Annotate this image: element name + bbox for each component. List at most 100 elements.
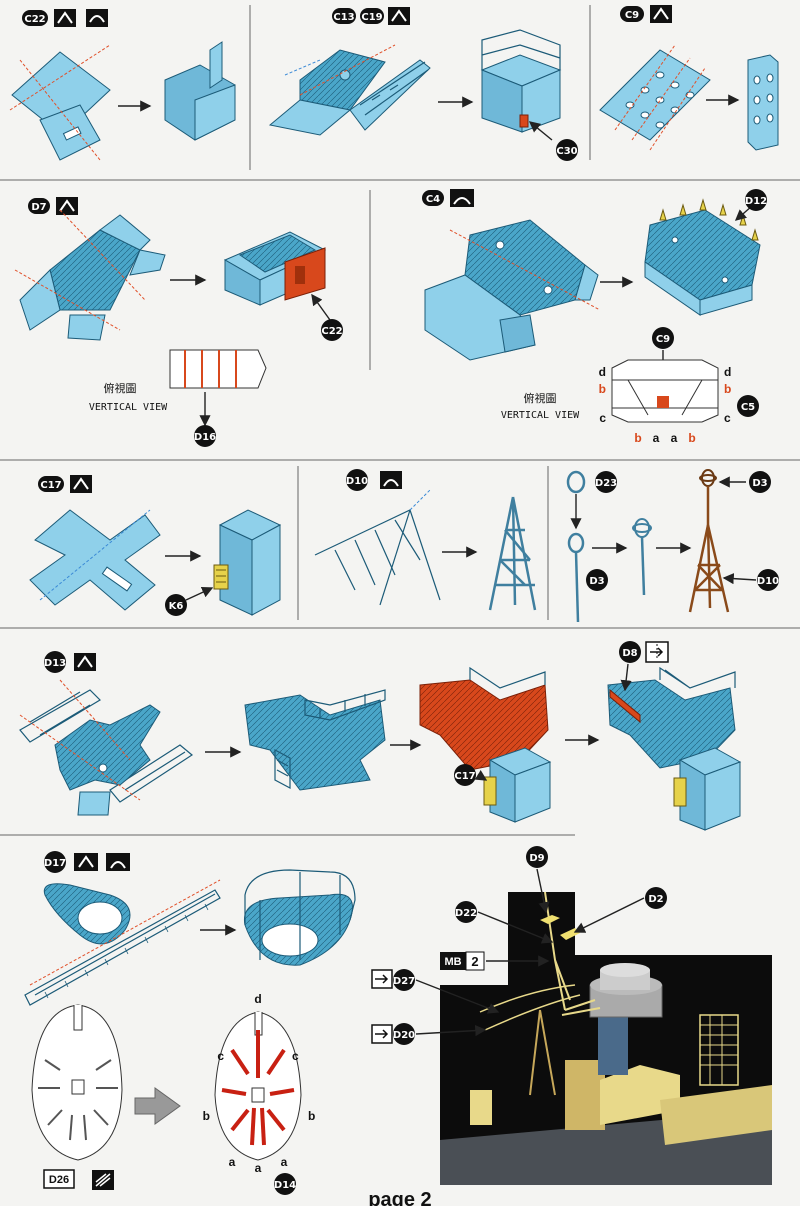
svg-text:VERTICAL VIEW: VERTICAL VIEW	[89, 402, 168, 413]
svg-text:C30: C30	[556, 146, 577, 157]
svg-text:C22: C22	[321, 326, 342, 337]
svg-text:D8: D8	[622, 648, 637, 659]
part-tag-d3-b: D3	[749, 471, 771, 493]
part-tag-c30: C30	[556, 139, 578, 161]
step-c17: C17 K6	[29, 475, 282, 616]
svg-text:VERTICAL VIEW: VERTICAL VIEW	[501, 410, 580, 421]
step-c9: C9	[599, 5, 779, 151]
d10-flat	[314, 509, 441, 606]
svg-text:D23: D23	[595, 478, 617, 489]
svg-text:a: a	[229, 1155, 236, 1169]
part-tag-d10-b: D10	[757, 569, 779, 591]
svg-text:D3: D3	[589, 576, 604, 587]
svg-text:b: b	[203, 1109, 210, 1123]
fold-up-icon	[650, 5, 672, 23]
part-tag-c22-b: C22	[321, 319, 343, 341]
part-tag-d2: D2	[645, 887, 667, 909]
fold-up-icon	[388, 7, 410, 25]
svg-text:D14: D14	[274, 1180, 296, 1191]
part-tag-d3: D3	[586, 569, 608, 591]
part-tag-d20: D20	[393, 1023, 415, 1045]
photo-callouts: D9 D2 D22 MB 2 D27	[371, 846, 667, 1045]
svg-text:C22: C22	[24, 14, 45, 25]
svg-text:D20: D20	[393, 1030, 415, 1041]
fold-round-icon	[106, 853, 130, 871]
svg-text:C9: C9	[625, 10, 639, 21]
svg-text:D10: D10	[757, 576, 779, 587]
mast-assembled	[688, 486, 730, 613]
d13-folded	[244, 689, 386, 791]
svg-text:D26: D26	[49, 1174, 69, 1186]
fold-up-icon	[54, 9, 76, 27]
part-tag-k6: K6	[165, 594, 187, 616]
svg-text:D22: D22	[455, 908, 477, 919]
c9-flat	[599, 49, 711, 141]
svg-text:a: a	[255, 1161, 262, 1175]
fold-up-icon	[56, 197, 78, 215]
svg-text:c: c	[599, 411, 606, 425]
d13-assembled	[607, 666, 742, 831]
part-tag-d8: D8	[619, 641, 641, 663]
part-tag-d9: D9	[526, 846, 548, 868]
svg-text:D27: D27	[393, 976, 415, 987]
fold-up-icon	[70, 475, 92, 493]
c9-folded	[747, 54, 779, 151]
step-d7: D7 C22 俯視圖 VERTICAL VIEW	[14, 197, 343, 447]
page-footer: page 2	[368, 1189, 431, 1206]
svg-text:C5: C5	[741, 402, 755, 413]
part-tag-c17-b: C17	[454, 764, 476, 786]
flip-icon	[371, 969, 393, 989]
svg-text:C13: C13	[333, 12, 354, 23]
part-tag-c4: C4	[422, 190, 444, 206]
svg-text:a: a	[671, 431, 678, 445]
svg-text:c: c	[217, 1049, 224, 1063]
d17-folded	[243, 869, 356, 966]
glue-icon	[92, 1170, 114, 1190]
svg-text:b: b	[688, 431, 695, 445]
svg-text:C17: C17	[454, 771, 475, 782]
svg-text:d: d	[724, 365, 731, 379]
assembled-photo	[440, 891, 772, 1185]
svg-text:D9: D9	[529, 853, 544, 864]
svg-text:C4: C4	[426, 194, 440, 205]
fold-round-icon	[86, 9, 108, 27]
svg-text:D12: D12	[745, 196, 767, 207]
svg-text:D16: D16	[194, 432, 216, 443]
svg-text:D17: D17	[44, 858, 66, 869]
svg-text:俯視圖: 俯視圖	[524, 391, 557, 405]
mb-label: MB 2	[440, 951, 485, 971]
part-tag-d26: D26	[43, 1169, 75, 1189]
svg-text:a: a	[653, 431, 660, 445]
svg-text:a: a	[281, 1155, 288, 1169]
svg-text:C19: C19	[361, 12, 382, 23]
d13-on-c17	[419, 666, 552, 823]
d26-d14-diagram: d c b a c b a a D26 D14	[31, 992, 315, 1195]
c17-flat	[29, 509, 161, 611]
fold-round-icon	[450, 189, 474, 207]
step-d10: D10	[314, 469, 537, 611]
c19-rail-strip	[349, 59, 431, 131]
part-tag-d7: D7	[28, 198, 50, 214]
part-tag-c9: C9	[620, 6, 644, 22]
svg-text:D3: D3	[752, 478, 767, 489]
svg-text:b: b	[634, 431, 641, 445]
flip-icon	[371, 1024, 393, 1044]
step-c22: C22	[9, 9, 236, 161]
svg-text:c: c	[292, 1049, 299, 1063]
svg-text:C9: C9	[656, 334, 670, 345]
part-tag-c9-b: C9	[652, 327, 674, 349]
svg-text:b: b	[308, 1109, 315, 1123]
svg-text:MB: MB	[444, 956, 461, 968]
step-c13-c19: C13 C19 C30	[268, 7, 578, 161]
part-tag-c22: C22	[22, 10, 48, 26]
c13-deck	[299, 49, 386, 111]
part-tag-d10: D10	[346, 469, 368, 491]
flip-icon	[645, 641, 669, 663]
part-tag-d14: D14	[274, 1173, 296, 1195]
d13-deck	[54, 704, 161, 791]
svg-text:d: d	[599, 365, 606, 379]
fold-up-icon	[74, 653, 96, 671]
svg-text:d: d	[254, 992, 261, 1006]
svg-text:俯視圖: 俯視圖	[104, 381, 137, 395]
